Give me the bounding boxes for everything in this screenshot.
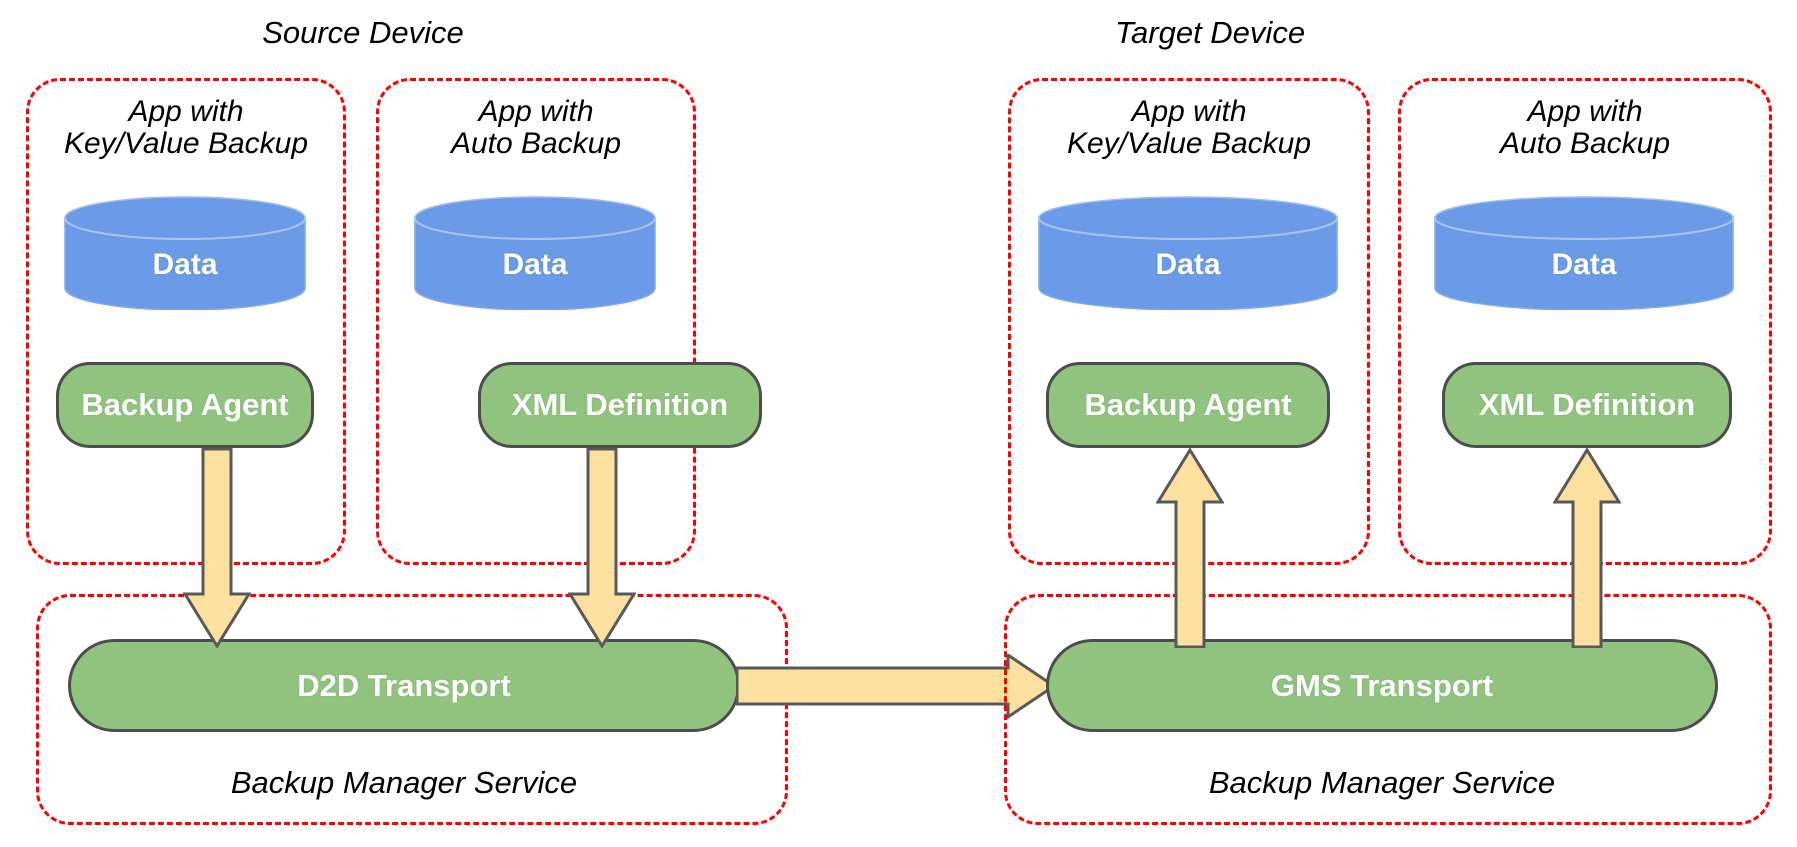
target-app-auto-data-cylinder: Data [1434,196,1734,310]
source-app-kv-caption: App with Key/Value Backup [26,96,346,160]
source-kv-down-arrow [183,448,251,648]
target-app-auto-data-label: Data [1551,248,1617,281]
d2d-transport-pill[interactable]: D2D Transport [68,639,740,732]
source-xml-definition-label: XML Definition [511,387,729,422]
source-app-kv-caption-line1: App with [128,95,244,128]
target-backup-agent-label: Backup Agent [1084,387,1292,422]
target-app-kv-data-cylinder: Data [1038,196,1338,310]
gms-transport-label: GMS Transport [1270,667,1494,703]
target-app-auto-caption-line2: Auto Backup [1499,126,1671,160]
transport-right-arrow [736,654,1056,719]
target-backup-agent-pill[interactable]: Backup Agent [1046,362,1330,448]
source-app-kv-caption-line2: Key/Value Backup [63,126,309,160]
target-xml-definition-label: XML Definition [1478,387,1696,422]
target-backup-manager-service-caption: Backup Manager Service [1208,765,1556,800]
target-app-kv-data-label: Data [1155,248,1221,281]
source-backup-manager-service-container [36,594,788,825]
source-app-kv-data-label: Data [152,248,218,281]
source-app-auto-caption-line2: Auto Backup [450,126,622,160]
target-app-kv-caption: App with Key/Value Backup [1008,96,1370,160]
source-app-kv-container [26,78,346,565]
source-app-kv-data-cylinder: Data [64,196,306,310]
source-xml-definition-pill[interactable]: XML Definition [478,362,762,448]
target-app-kv-caption-line2: Key/Value Backup [1066,126,1312,160]
source-app-auto-container [376,78,696,565]
target-kv-up-arrow [1156,448,1224,648]
target-device-title: Target Device [1114,15,1306,50]
gms-transport-pill[interactable]: GMS Transport [1046,639,1718,732]
source-app-auto-data-label: Data [502,248,568,281]
d2d-transport-label: D2D Transport [297,667,511,703]
target-auto-up-arrow [1553,448,1621,648]
source-app-auto-caption-line1: App with [478,95,594,128]
source-device-title: Source Device [262,15,464,50]
target-xml-definition-pill[interactable]: XML Definition [1442,362,1732,448]
source-backup-agent-pill[interactable]: Backup Agent [56,362,314,448]
source-app-auto-data-cylinder: Data [414,196,656,310]
source-auto-down-arrow [568,448,636,648]
target-app-auto-caption-line1: App with [1527,95,1643,128]
target-app-auto-caption: App with Auto Backup [1398,96,1772,160]
source-backup-agent-label: Backup Agent [81,387,289,422]
source-backup-manager-service-caption: Backup Manager Service [230,765,578,800]
source-app-auto-caption: App with Auto Backup [376,96,696,160]
target-backup-manager-service-container [1004,594,1772,825]
target-app-kv-caption-line1: App with [1131,95,1247,128]
